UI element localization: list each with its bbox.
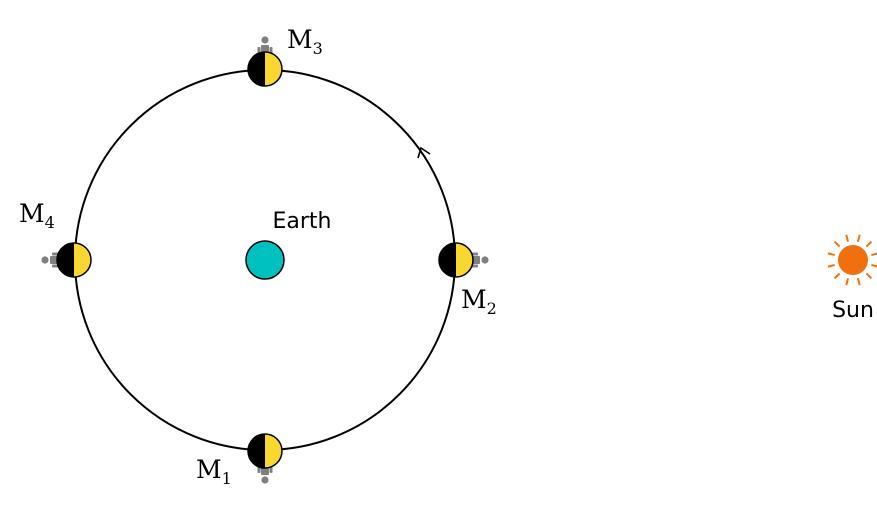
sun-ray bbox=[865, 240, 873, 248]
sun-rays bbox=[827, 234, 877, 286]
moon-m2-dark-half bbox=[439, 243, 456, 277]
moon-m2-lit-half bbox=[456, 243, 473, 277]
moon-m3: M3 bbox=[247, 25, 323, 87]
moon-m2-label: M2 bbox=[461, 285, 497, 318]
moon-m4-outline bbox=[56, 242, 92, 278]
moon-m1-label: M1 bbox=[196, 455, 232, 488]
moon-m4-label: M4 bbox=[19, 199, 55, 232]
moon-m1-lit-half bbox=[265, 434, 282, 468]
sun-ray bbox=[871, 252, 877, 257]
earth bbox=[245, 240, 285, 280]
moon-m3-lit-half bbox=[265, 52, 282, 86]
moon-m1-outline bbox=[247, 433, 283, 469]
moon-m4: M4 bbox=[19, 199, 92, 278]
sun-ray bbox=[856, 278, 861, 286]
moon-m3-outline bbox=[247, 51, 283, 87]
sun-disc bbox=[838, 245, 868, 275]
moon-m3-label: M3 bbox=[287, 25, 323, 58]
moon-m2-outline bbox=[438, 242, 474, 278]
moon-m3-dark-half bbox=[248, 52, 265, 86]
sun-ray bbox=[856, 234, 861, 242]
sun-ray bbox=[865, 272, 873, 280]
sun-ray bbox=[833, 240, 841, 248]
moon-m1-dark-half bbox=[248, 434, 265, 468]
sun-ray bbox=[845, 234, 850, 242]
earth-label: Earth bbox=[273, 209, 332, 234]
sun-ray bbox=[871, 263, 877, 268]
sun-ray bbox=[827, 263, 835, 268]
sun-ray bbox=[845, 278, 850, 286]
moon-m4-lit-half bbox=[74, 243, 91, 277]
sun-ray bbox=[833, 272, 841, 280]
moon-m4-dark-half bbox=[57, 243, 74, 277]
moon-m2: M2 bbox=[438, 242, 497, 318]
moon-m1: M1 bbox=[196, 433, 283, 488]
orbit-direction-arrow bbox=[417, 146, 431, 159]
sun bbox=[827, 234, 877, 286]
sun-label: Sun bbox=[832, 298, 874, 323]
sun-ray bbox=[827, 252, 835, 257]
